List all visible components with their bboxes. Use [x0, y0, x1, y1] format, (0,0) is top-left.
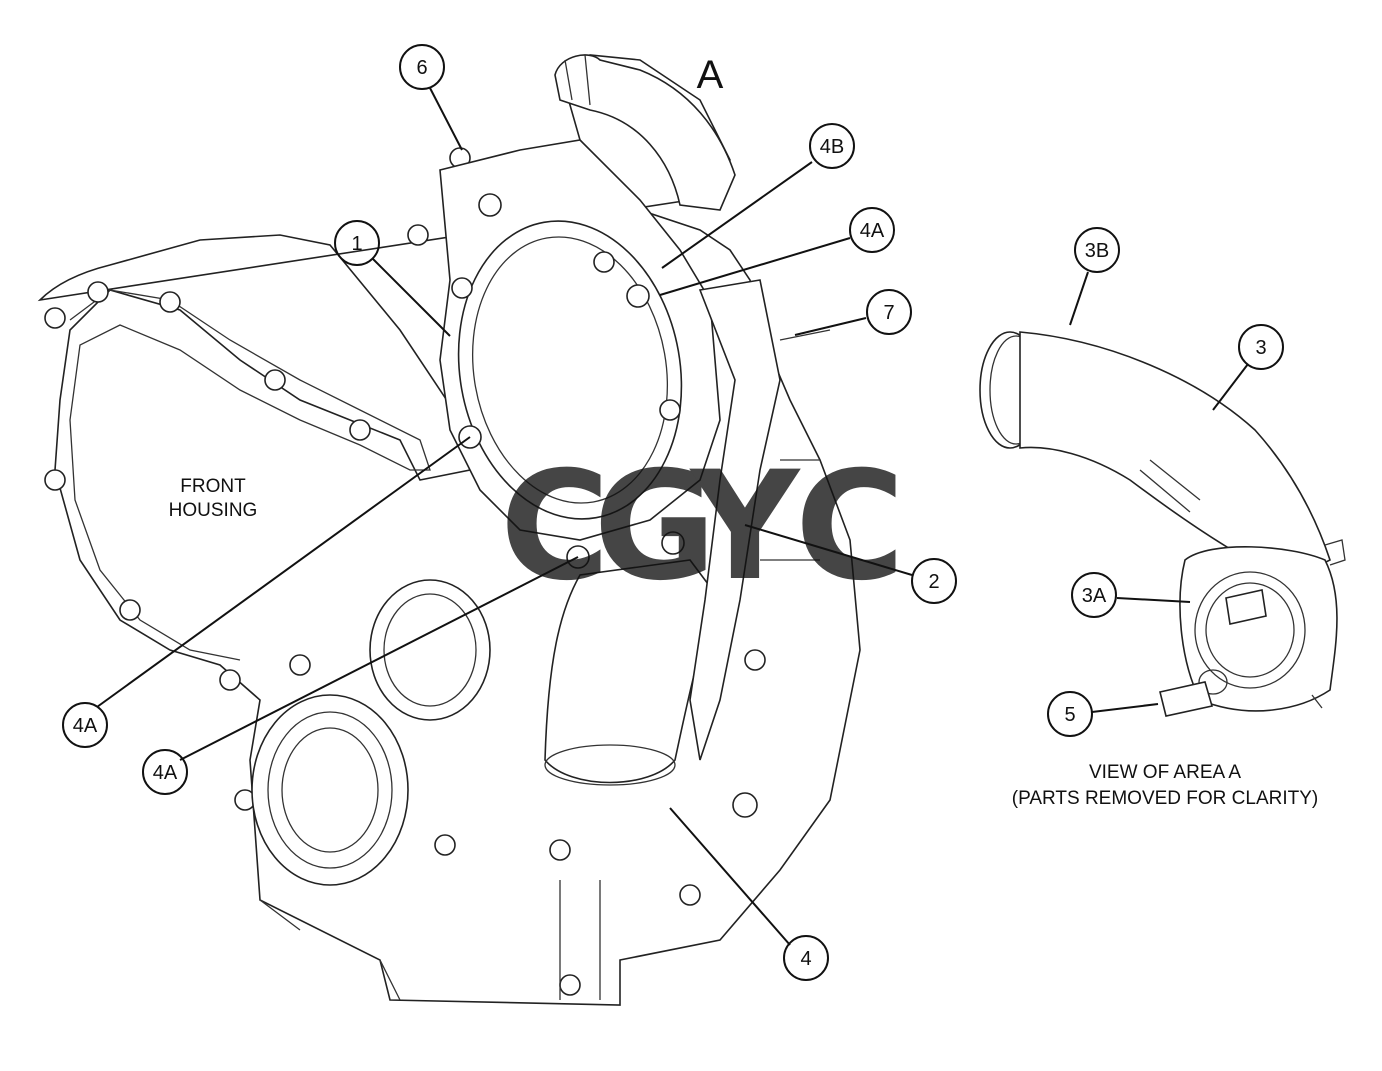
svg-text:1: 1	[351, 233, 362, 255]
callout-3: 3	[1238, 324, 1284, 370]
callout-7: 7	[866, 289, 912, 335]
detail-caption-line2: (PARTS REMOVED FOR CLARITY)	[1012, 788, 1319, 809]
leader-lines	[96, 87, 1249, 946]
watermark-letter-3: Y	[689, 440, 802, 614]
view-letter-a: A	[697, 53, 724, 97]
callout-4a-lower: 4A	[142, 749, 188, 795]
front-housing-label-line2: HOUSING	[169, 500, 258, 521]
callout-3a: 3A	[1071, 572, 1117, 618]
watermark-letter-4: C	[795, 440, 905, 614]
callout-4: 4	[783, 935, 829, 981]
svg-text:2: 2	[928, 571, 939, 593]
callout-4a-top: 4A	[849, 207, 895, 253]
callout-4a-left: 4A	[62, 702, 108, 748]
callout-2: 2	[911, 558, 957, 604]
callout-3b: 3B	[1074, 227, 1120, 273]
svg-text:3: 3	[1255, 337, 1266, 359]
svg-text:4A: 4A	[860, 220, 885, 242]
svg-text:4A: 4A	[153, 762, 178, 784]
svg-text:6: 6	[416, 57, 427, 79]
watermark-letter-1: C	[500, 440, 610, 614]
svg-text:7: 7	[883, 302, 894, 324]
callout-5: 5	[1047, 691, 1093, 737]
watermark: C G Y C	[500, 440, 905, 614]
watermark-letter-2: G	[593, 440, 716, 614]
detail-caption-line1: VIEW OF AREA A	[1089, 762, 1241, 783]
svg-text:5: 5	[1064, 704, 1075, 726]
front-housing-label-line1: FRONT	[180, 476, 246, 497]
tube-detail-drawing	[979, 331, 1346, 717]
svg-text:4B: 4B	[820, 136, 844, 158]
svg-text:4: 4	[800, 948, 811, 970]
callout-4b: 4B	[809, 123, 855, 169]
water-pump-drawing	[439, 54, 831, 786]
svg-text:4A: 4A	[73, 715, 98, 737]
callout-6: 6	[399, 44, 445, 90]
svg-text:3B: 3B	[1085, 240, 1109, 262]
callout-1: 1	[334, 220, 380, 266]
svg-text:3A: 3A	[1082, 585, 1107, 607]
